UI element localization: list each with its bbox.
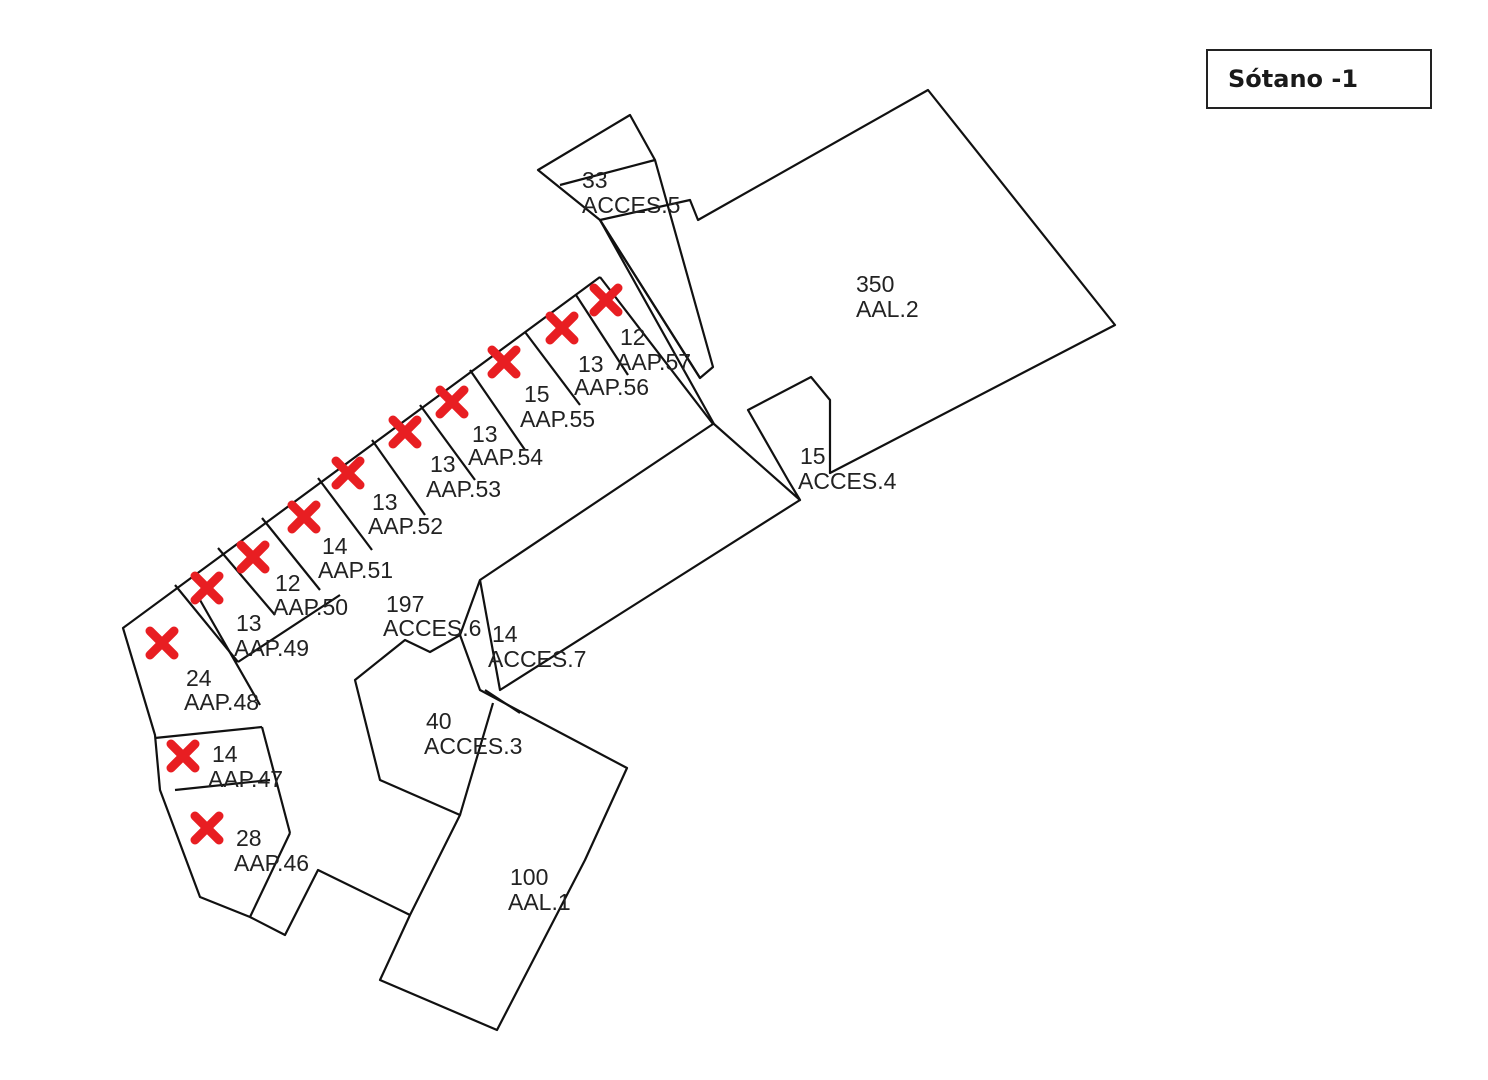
wall-segment bbox=[484, 689, 521, 714]
room-area-aap-46: 28 bbox=[236, 825, 262, 851]
room-area-aap-49: 13 bbox=[236, 610, 262, 636]
sheet-title: Sótano -1 bbox=[1228, 65, 1359, 93]
x-mark-icon-aap-47 bbox=[166, 739, 200, 773]
x-mark-icon-aap-56 bbox=[545, 311, 579, 345]
occupied-markers bbox=[145, 283, 623, 845]
room-code-aap-53: AAP.53 bbox=[426, 476, 501, 502]
room-area-acces-6: 197 bbox=[386, 591, 424, 617]
x-mark-icon-aap-51 bbox=[287, 500, 321, 534]
room-code-acces-4: ACCES.4 bbox=[798, 468, 897, 494]
room-code-acces-7: ACCES.7 bbox=[488, 646, 586, 672]
room-area-aal-2: 350 bbox=[856, 271, 894, 297]
wall-segment bbox=[599, 219, 701, 379]
storage-separators bbox=[154, 294, 629, 918]
room-code-aal-1: AAL.1 bbox=[508, 889, 571, 915]
room-code-acces-6: ACCES.6 bbox=[383, 615, 481, 641]
x-mark-icon-aap-57 bbox=[589, 283, 623, 317]
room-code-aap-55: AAP.55 bbox=[520, 406, 595, 432]
room-code-acces-5: ACCES.5 bbox=[582, 192, 680, 218]
room-area-acces-5: 33 bbox=[582, 167, 608, 193]
room-code-aap-49: AAP.49 bbox=[234, 635, 309, 661]
room-labels: 33 ACCES.5 350 AAL.2 12 AAP.57 13 AAP.56… bbox=[184, 167, 919, 915]
room-code-aap-47: AAP.47 bbox=[208, 766, 283, 792]
room-code-aal-2: AAL.2 bbox=[856, 296, 919, 322]
room-area-aap-55: 15 bbox=[524, 381, 550, 407]
room-area-aap-54: 13 bbox=[472, 421, 498, 447]
room-code-aap-54: AAP.54 bbox=[468, 444, 543, 470]
wall-segment bbox=[458, 702, 495, 816]
x-mark-icon-aap-46 bbox=[190, 811, 224, 845]
room-outline-storage-wing bbox=[121, 276, 629, 1032]
room-area-acces-3: 40 bbox=[426, 708, 452, 734]
room-area-acces-7: 14 bbox=[492, 621, 518, 647]
room-code-aap-48: AAP.48 bbox=[184, 689, 259, 715]
room-area-aap-47: 14 bbox=[212, 741, 238, 767]
x-mark-icon-aap-50 bbox=[236, 540, 270, 574]
room-area-acces-4: 15 bbox=[800, 443, 826, 469]
room-area-aap-56: 13 bbox=[578, 351, 604, 377]
x-mark-icon-aap-49 bbox=[190, 571, 224, 605]
room-area-aal-1: 100 bbox=[510, 864, 548, 890]
room-area-aap-53: 13 bbox=[430, 451, 456, 477]
wall-segment bbox=[458, 276, 715, 636]
room-area-aap-48: 24 bbox=[186, 665, 212, 691]
room-code-acces-3: ACCES.3 bbox=[424, 733, 522, 759]
room-code-aap-52: AAP.52 bbox=[368, 513, 443, 539]
x-mark-icon-aap-53 bbox=[388, 415, 422, 449]
room-area-aap-51: 14 bbox=[322, 533, 348, 559]
room-code-aap-56: AAP.56 bbox=[574, 374, 649, 400]
room-area-aap-52: 13 bbox=[372, 489, 398, 515]
wall-outlines bbox=[121, 88, 1117, 1032]
sheet-title-box: Sótano -1 bbox=[1206, 49, 1432, 109]
x-mark-icon-aap-52 bbox=[331, 456, 365, 490]
x-mark-icon-aap-48 bbox=[145, 626, 179, 660]
x-mark-icon-aap-55 bbox=[487, 345, 521, 379]
room-area-aap-50: 12 bbox=[275, 570, 301, 596]
room-code-aap-46: AAP.46 bbox=[234, 850, 309, 876]
room-code-aap-50: AAP.50 bbox=[273, 594, 348, 620]
x-mark-icon-aap-54 bbox=[435, 385, 469, 419]
room-area-aap-57: 12 bbox=[620, 324, 646, 350]
room-code-aap-57: AAP.57 bbox=[616, 349, 691, 375]
wall-segment bbox=[559, 158, 656, 187]
room-outline-acces-7 bbox=[478, 499, 801, 692]
room-code-aap-51: AAP.51 bbox=[318, 557, 393, 583]
